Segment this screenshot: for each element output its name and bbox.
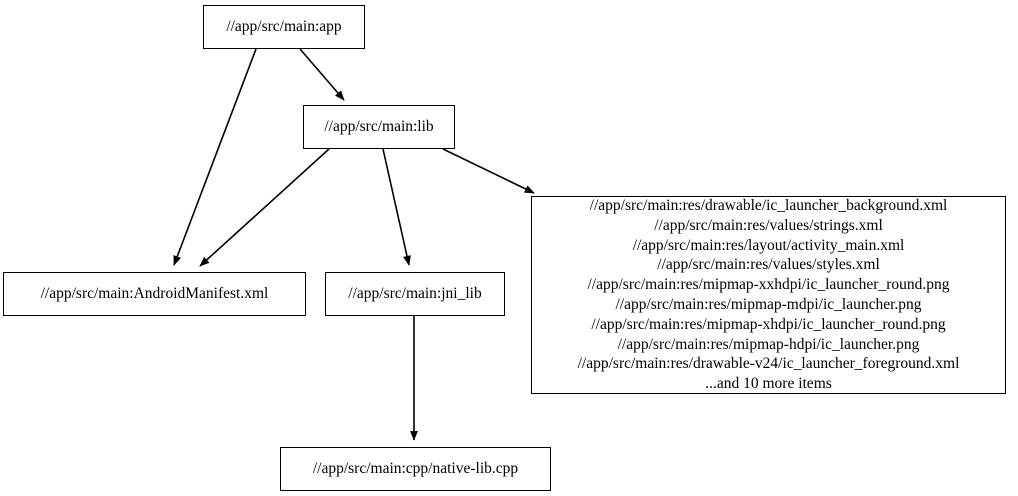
- edge-lib-to-resources: [442, 148, 535, 194]
- edge-lib-to-manifest: [199, 148, 330, 267]
- node-app[interactable]: //app/src/main:app: [203, 5, 365, 49]
- edge-app-to-manifest: [173, 48, 257, 266]
- node-jni-lib-label: //app/src/main:jni_lib: [348, 285, 482, 303]
- node-lib-label: //app/src/main:lib: [324, 118, 434, 136]
- edge-lib-to-jni-lib: [382, 148, 411, 266]
- node-app-label: //app/src/main:app: [226, 18, 342, 36]
- node-android-manifest-label: //app/src/main:AndroidManifest.xml: [40, 285, 269, 303]
- node-native-lib-cpp[interactable]: //app/src/main:cpp/native-lib.cpp: [280, 447, 551, 491]
- node-jni-lib[interactable]: //app/src/main:jni_lib: [325, 272, 505, 316]
- node-resources-group-label: //app/src/main:res/drawable/ic_launcher_…: [577, 197, 960, 393]
- node-resources-group[interactable]: //app/src/main:res/drawable/ic_launcher_…: [531, 196, 1006, 394]
- node-native-lib-cpp-label: //app/src/main:cpp/native-lib.cpp: [312, 460, 519, 478]
- edge-app-to-lib: [299, 48, 345, 101]
- node-android-manifest[interactable]: //app/src/main:AndroidManifest.xml: [3, 272, 306, 316]
- node-lib[interactable]: //app/src/main:lib: [303, 105, 455, 149]
